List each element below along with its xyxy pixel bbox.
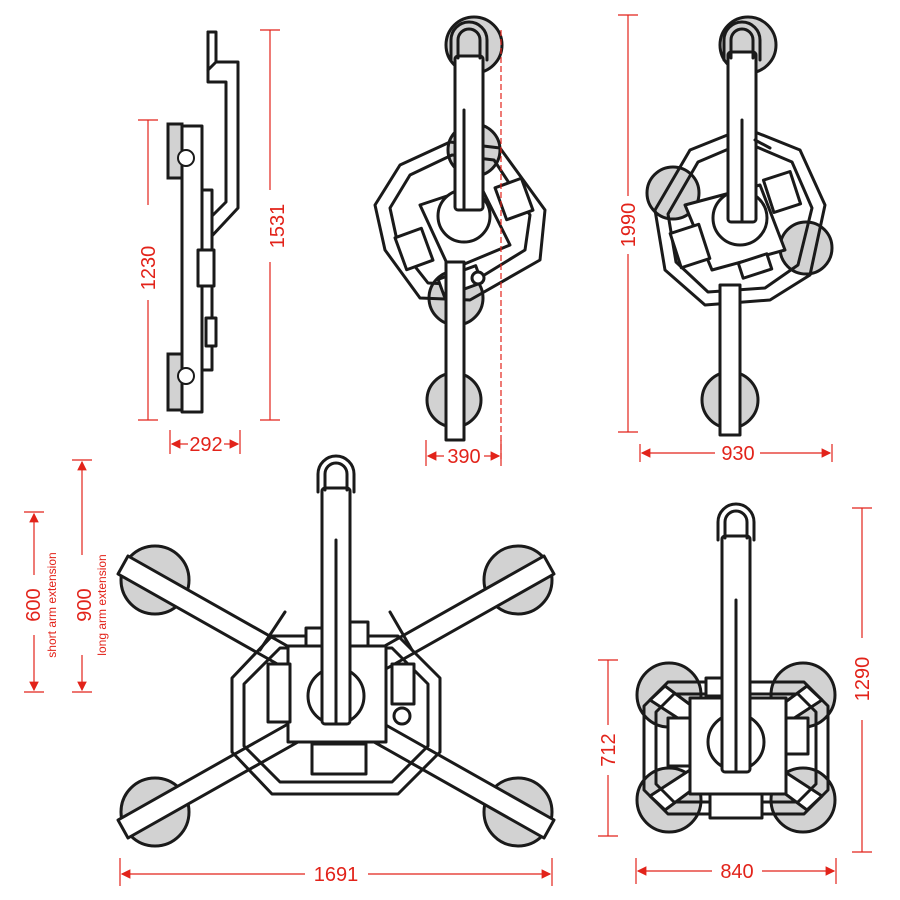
dim-extended-width: 1691 [314, 864, 359, 886]
dim-side-height: 1531 [267, 204, 289, 249]
dim-compact-cup-spacing: 712 [598, 733, 620, 766]
suction-fitting-icon [177, 149, 195, 167]
rotated-view: 390 [373, 15, 547, 468]
dim-front-width: 930 [721, 443, 754, 465]
dim-side-width: 292 [189, 434, 222, 456]
label-long-extension: long arm extension [95, 554, 109, 655]
dim-compact-height: 1290 [852, 657, 874, 702]
dim-short-extension: 600 [23, 588, 45, 621]
extended-view: 1691 600 short arm extension 900 long ar… [23, 454, 556, 886]
suction-fitting-icon [177, 367, 195, 385]
side-view: 1531 1230 292 [138, 29, 289, 456]
dim-side-cup-spacing: 1230 [138, 246, 160, 291]
compact-view: 1290 712 840 [598, 502, 874, 884]
dim-long-extension: 900 [74, 588, 96, 621]
front-view: 1990 930 [618, 14, 834, 465]
dim-compact-width: 840 [720, 861, 753, 883]
dim-front-height: 1990 [618, 203, 640, 248]
label-short-extension: short arm extension [45, 552, 59, 657]
dim-rotated-width: 390 [447, 446, 480, 468]
